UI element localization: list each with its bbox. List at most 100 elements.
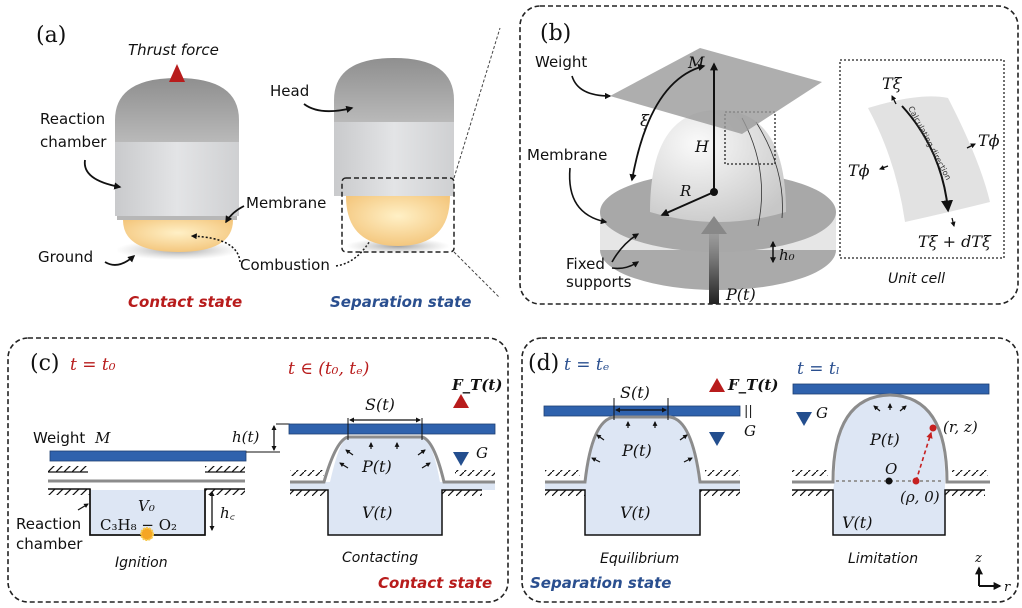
membrane-strip <box>117 216 237 220</box>
hatch-c2 <box>205 466 245 472</box>
hatch-c3 <box>48 489 90 495</box>
p-t-label-d: P(t) <box>621 441 652 460</box>
hatch-d1 <box>545 470 580 476</box>
separation-state-label-d: Separation state <box>530 574 671 592</box>
time-te: t = tₑ <box>564 355 609 375</box>
radius-arrow <box>660 191 715 217</box>
g-label-c: G <box>476 444 488 462</box>
hatch-d5 <box>792 470 828 476</box>
hatch-c5 <box>290 470 324 476</box>
time-tl: t = tₗ <box>797 359 840 379</box>
weight-label-b: Weight <box>535 53 587 71</box>
hatch-d3 <box>545 490 585 496</box>
height-label: H <box>694 137 710 156</box>
fixed-label-2: supports <box>566 273 632 291</box>
mass-label-c: M <box>94 429 111 447</box>
pressure-arrow-shaft <box>709 232 719 304</box>
combustion-pointer-1 <box>190 233 241 263</box>
panel-d-label: (d) <box>528 351 559 376</box>
ignition-label: Ignition <box>115 555 168 571</box>
ft-arrow-head-d <box>709 378 725 392</box>
device-separation <box>334 58 455 254</box>
z-axis-label: z <box>974 551 982 566</box>
hatch-d4 <box>700 490 740 496</box>
fluid-d1 <box>545 418 740 535</box>
hatch-c8 <box>442 490 482 496</box>
weight-label-c: Weight <box>33 429 85 447</box>
ground-pointer <box>104 255 136 266</box>
membrane-c2 <box>290 435 495 484</box>
equals-sign: || <box>744 404 753 419</box>
thrust-arrow-head <box>169 64 185 82</box>
hatch-d7 <box>792 490 832 496</box>
g-arrow-head-c <box>453 452 469 466</box>
mixture-label: C₃H₈ − O₂ <box>100 516 177 534</box>
pressure-arrows-d <box>591 421 693 463</box>
combustion-zone-2 <box>346 196 450 246</box>
limitation-label: Limitation <box>848 551 918 567</box>
g-label-d2: G <box>816 404 828 422</box>
hatch-d2 <box>705 470 740 476</box>
hatch-d8 <box>945 490 985 496</box>
ft-label-d: F_T(t) <box>727 376 778 394</box>
unit-cell-frame <box>839 59 1005 259</box>
reaction-label-1: Reaction <box>40 110 105 128</box>
t-phi-left-label: Tϕ <box>848 161 870 180</box>
panel-c-label: (c) <box>30 351 60 376</box>
g-arrow-head-d <box>709 432 725 446</box>
radius-label: R <box>679 182 691 200</box>
panel-c-frame <box>7 337 509 603</box>
hatch-c6 <box>455 470 495 476</box>
rz-dot <box>929 424 937 432</box>
g-label-d: G <box>744 422 756 440</box>
pressure-label-b: P(t) <box>725 285 756 304</box>
zoom-box-a <box>341 177 455 253</box>
v-t-label-c: V(t) <box>362 503 392 522</box>
head-pointer <box>303 103 354 113</box>
hc-label: h꜀ <box>220 504 236 522</box>
ground-label: Ground <box>38 248 93 266</box>
h0-label: h₀ <box>779 246 795 264</box>
panel-a: (a) Thrust force Reaction chamber Membra… <box>36 23 501 311</box>
chamber-wall-d2 <box>792 489 985 536</box>
t-xi-d-arrow <box>950 217 956 228</box>
fixed-pointer-1 <box>611 233 640 263</box>
calc-direction-arrow <box>901 105 954 213</box>
chamber-fluid-c <box>91 490 204 534</box>
t-phi-left-arrow <box>879 165 889 170</box>
membrane-pointer-b <box>568 167 608 225</box>
t-xi-label: Tξ <box>882 74 903 93</box>
membrane-pointer-a <box>225 205 245 224</box>
unit-cell-title: Unit cell <box>888 271 945 287</box>
ft-label-c: F_T(t) <box>451 376 502 394</box>
fixed-pointer-2 <box>611 261 640 270</box>
s-t-label-c: S(t) <box>365 395 395 414</box>
reaction-label-c1: Reaction <box>16 515 81 533</box>
pressure-arrows-c <box>339 442 431 469</box>
hatch-d6 <box>952 470 988 476</box>
meridian-2 <box>755 121 783 219</box>
weight-plate-d2 <box>792 383 990 395</box>
panel-d: (d) t = tₑ t = tₗ S(t) P(t) V(t) F_T(t) <box>521 337 1019 603</box>
combustion-pointer-2 <box>335 218 382 267</box>
panel-d-frame <box>521 337 1019 603</box>
chamber-body-2 <box>334 120 454 196</box>
hatch-c7 <box>290 490 328 496</box>
device-contact <box>115 64 240 260</box>
s-t-label-d: S(t) <box>620 383 650 402</box>
reaction-pointer <box>83 159 122 190</box>
membrane-d2 <box>792 393 990 484</box>
time-t0: t = t₀ <box>70 355 116 375</box>
time-interval: t ∈ (t₀, tₑ) <box>288 359 369 379</box>
separation-state-label-a: Separation state <box>330 293 471 311</box>
fluid-d2 <box>833 396 945 535</box>
hatch-c1 <box>48 466 88 472</box>
g-arrow-head-d2 <box>796 412 812 426</box>
combustion-label: Combustion <box>240 256 330 274</box>
thrust-force-label: Thrust force <box>128 41 219 59</box>
rho-rz-arrow <box>915 431 933 482</box>
origin-label: O <box>885 460 897 478</box>
chamber-wall-d1 <box>545 489 740 536</box>
weight-pointer <box>571 75 612 100</box>
